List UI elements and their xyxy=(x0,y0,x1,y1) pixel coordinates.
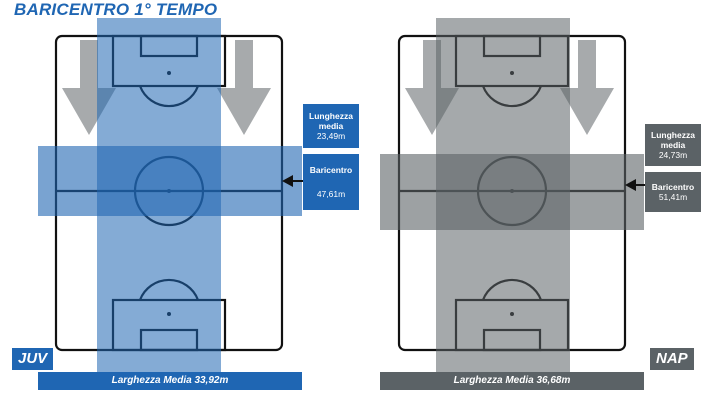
juv-avg-length-box: Lunghezza media 23,49m xyxy=(303,104,359,148)
nap-avg-length-box: Lunghezza media 24,73m xyxy=(645,124,701,166)
nap-width-bar: Larghezza Media 36,68m xyxy=(380,372,644,390)
juv-team-tag: JUV xyxy=(12,348,54,370)
juv-attack-arrow-right xyxy=(217,40,271,135)
juv-avg-length-value: 23,49m xyxy=(316,131,346,141)
nap-attack-arrow-left xyxy=(405,40,459,135)
nap-length-band xyxy=(436,18,570,376)
nap-attack-arrow-right xyxy=(560,40,614,135)
juv-baricentro-arrow xyxy=(282,175,293,187)
nap-baricentro-band xyxy=(380,154,644,230)
nap-avg-length-value: 24,73m xyxy=(658,150,688,160)
nap-pitch-lines xyxy=(397,34,627,352)
nap-baricentro-label: Baricentro xyxy=(651,182,695,192)
juv-width-bar: Larghezza Media 33,92m xyxy=(38,372,302,390)
juv-avg-length-label: Lunghezza media xyxy=(309,111,353,131)
nap-avg-length-label: Lunghezza media xyxy=(651,130,695,150)
page-title: BARICENTRO 1° TEMPO xyxy=(14,0,218,19)
nap-pitch-spots xyxy=(510,71,514,316)
juv-baricentro-value: 47,61m xyxy=(316,189,346,199)
juv-baricentro-band xyxy=(38,146,302,216)
nap-baricentro-value: 51,41m xyxy=(658,192,688,202)
nap-baricentro-box: Baricentro 51,41m xyxy=(645,172,701,212)
nap-team-tag: NAP xyxy=(650,348,694,370)
juv-baricentro-box: Baricentro 47,61m xyxy=(303,154,359,210)
nap-baricentro-arrow xyxy=(625,179,636,191)
juv-baricentro-label: Baricentro xyxy=(309,165,353,175)
juv-pitch-diagram xyxy=(38,18,348,376)
